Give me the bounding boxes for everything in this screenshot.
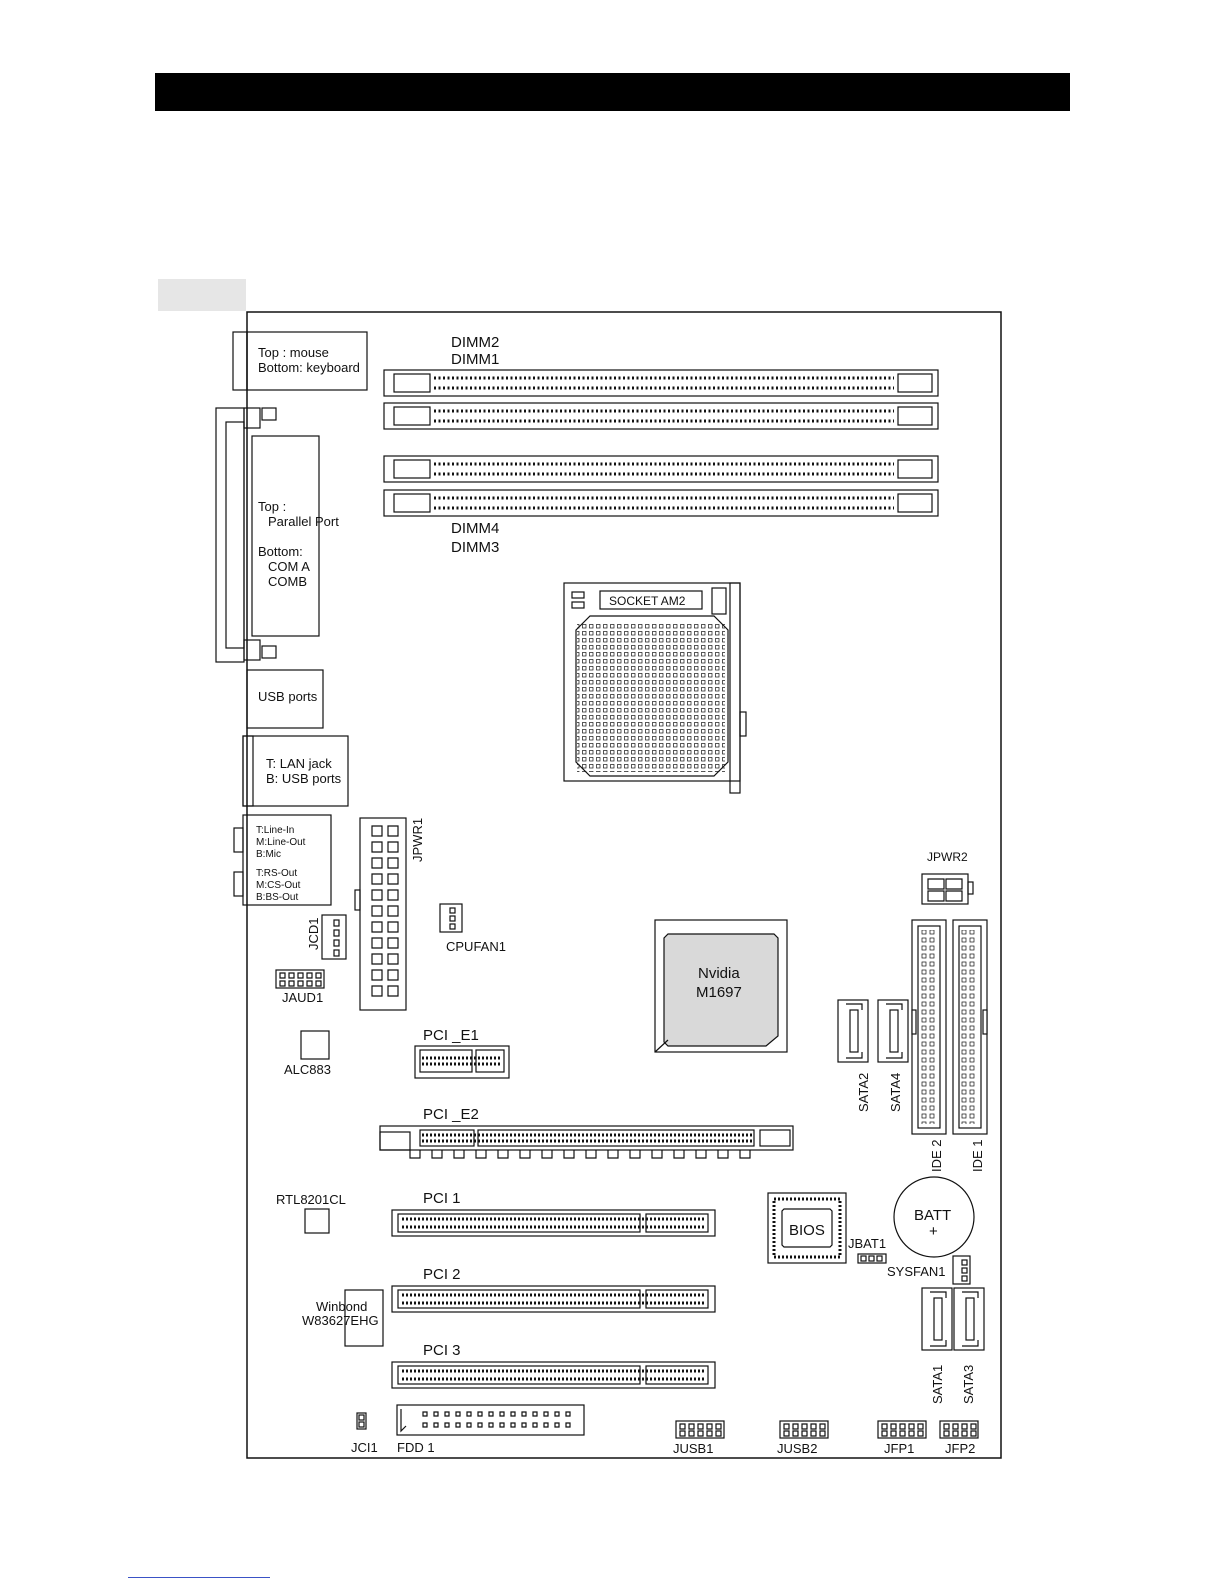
battery [893, 1176, 975, 1258]
cpufan1-header [439, 903, 463, 933]
sata4-connector [877, 999, 909, 1063]
jfp1-header [877, 1420, 927, 1439]
audio-line-out: M:Line-Out [256, 837, 306, 848]
jusb2-label: JUSB2 [777, 1441, 817, 1456]
chipset-label-model: M1697 [696, 984, 742, 1001]
figure-tab [158, 279, 246, 311]
sata4-label: SATA4 [888, 1073, 903, 1112]
jbat1-jumper [857, 1253, 887, 1264]
ps2-port [232, 331, 368, 391]
com-b-label: COMB [268, 574, 307, 589]
jpwr2-label: JPWR2 [927, 850, 968, 864]
pci2-label: PCI 2 [423, 1266, 461, 1283]
pci3-label: PCI 3 [423, 1342, 461, 1359]
pci-e2-slot [379, 1125, 794, 1159]
ide2-label: IDE 2 [929, 1139, 944, 1172]
ps2-label-bottom: Bottom: keyboard [258, 360, 360, 375]
jpwr2-connector [921, 873, 974, 905]
jfp1-label: JFP1 [884, 1441, 914, 1456]
cpu-socket-am2 [563, 582, 747, 794]
usb-ports-label: USB ports [258, 689, 318, 704]
audio-cs-out: M:CS-Out [256, 880, 301, 891]
rtl8201cl-label: RTL8201CL [276, 1192, 346, 1207]
parallel-label-port: Parallel Port [268, 514, 339, 529]
jcd1-label: JCD1 [306, 917, 321, 950]
jbat1-label: JBAT1 [848, 1236, 886, 1251]
jci1-label: JCI1 [351, 1440, 378, 1455]
jfp2-label: JFP2 [945, 1441, 975, 1456]
usb-ports [246, 669, 324, 729]
pci2-slot [391, 1285, 716, 1313]
winbond-label-brand: Winbond [316, 1299, 367, 1314]
footer-rule [128, 1577, 270, 1578]
audio-bs-out: B:BS-Out [256, 892, 298, 903]
dimm3-label: DIMM3 [451, 539, 499, 556]
dimm3-slot [383, 489, 939, 517]
dimm2-slot [383, 369, 939, 397]
pci1-label: PCI 1 [423, 1190, 461, 1207]
jusb2-header [779, 1420, 829, 1439]
jaud1-header [275, 969, 325, 989]
ide2-connector [911, 919, 947, 1135]
jusb1-label: JUSB1 [673, 1441, 713, 1456]
ps2-label-top: Top : mouse [258, 345, 329, 360]
parallel-com-port [215, 407, 320, 663]
rtl8201cl-chip [304, 1208, 330, 1234]
audio-rs-out: T:RS-Out [256, 868, 297, 879]
board-outline [246, 311, 1002, 1459]
sata3-connector [953, 1287, 985, 1351]
jaud1-label: JAUD1 [282, 990, 323, 1005]
audio-jacks [233, 814, 332, 906]
socket-label: SOCKET AM2 [609, 594, 686, 608]
jpwr1-connector [354, 817, 407, 1011]
dimm1-label: DIMM1 [451, 351, 499, 368]
pci-e1-slot [414, 1045, 510, 1079]
jusb1-header [675, 1420, 725, 1439]
section-header-bar [155, 73, 1070, 111]
ide1-connector [952, 919, 988, 1135]
jfp2-header [939, 1420, 979, 1439]
pci1-slot [391, 1209, 716, 1237]
battery-plus: + [929, 1223, 938, 1240]
pci-e2-label: PCI _E2 [423, 1106, 479, 1123]
bios-chip [767, 1192, 847, 1264]
sata1-connector [921, 1287, 953, 1351]
audio-line-in: T:Line-In [256, 825, 294, 836]
sysfan1-header [952, 1255, 971, 1285]
jpwr1-label: JPWR1 [410, 818, 425, 862]
dimm4-label: DIMM4 [451, 520, 499, 537]
pci-e1-label: PCI _E1 [423, 1027, 479, 1044]
sysfan1-label: SYSFAN1 [887, 1264, 946, 1279]
parallel-label-top: Top : [258, 499, 286, 514]
dimm1-slot [383, 402, 939, 430]
fdd1-connector [396, 1404, 585, 1436]
ide1-label: IDE 1 [970, 1139, 985, 1172]
dimm2-label: DIMM2 [451, 334, 499, 351]
com-label-bottom: Bottom: [258, 544, 303, 559]
battery-label: BATT [914, 1207, 951, 1224]
fdd1-label: FDD 1 [397, 1440, 435, 1455]
audio-mic: B:Mic [256, 849, 281, 860]
jcd1-header [321, 914, 347, 960]
alc883-chip [300, 1030, 330, 1060]
winbond-chip [344, 1289, 384, 1347]
lan-label-top: T: LAN jack [266, 756, 332, 771]
chipset-label-brand: Nvidia [698, 965, 740, 982]
com-a-label: COM A [268, 559, 310, 574]
sata1-label: SATA1 [930, 1365, 945, 1404]
sata3-label: SATA3 [961, 1365, 976, 1404]
nvidia-chipset [654, 919, 788, 1053]
alc883-label: ALC883 [284, 1062, 331, 1077]
sata2-connector [837, 999, 869, 1063]
sata2-label: SATA2 [856, 1073, 871, 1112]
lan-label-bottom: B: USB ports [266, 771, 342, 786]
bios-label: BIOS [789, 1222, 825, 1239]
jci1-header [356, 1412, 367, 1430]
dimm4-slot [383, 455, 939, 483]
pci3-slot [391, 1361, 716, 1389]
lan-usb-port [242, 735, 349, 807]
cpufan1-label: CPUFAN1 [446, 939, 506, 954]
winbond-label-model: W83627EHG [302, 1313, 379, 1328]
